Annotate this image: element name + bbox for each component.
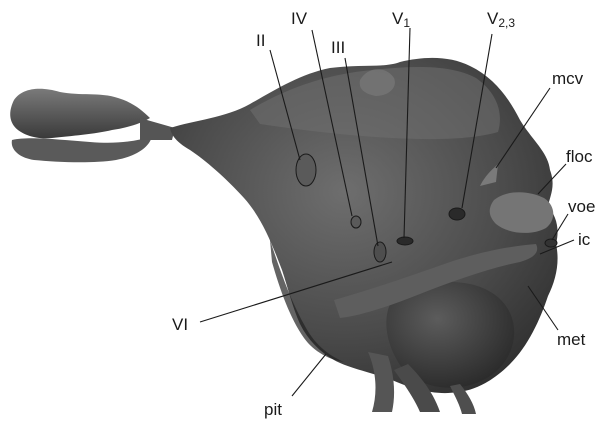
leader-pit xyxy=(292,354,326,396)
label-voe: voe xyxy=(568,197,595,216)
label-V23-main: V xyxy=(487,9,499,28)
label-V1-sub: 1 xyxy=(403,16,410,30)
braincase-body xyxy=(170,58,558,414)
label-floc: floc xyxy=(566,147,593,166)
label-V1-main: V xyxy=(392,9,404,28)
voe-opening xyxy=(545,239,557,247)
label-pit: pit xyxy=(264,400,282,419)
label-III: III xyxy=(331,38,345,57)
label-II: II xyxy=(256,31,265,50)
foramen-V23 xyxy=(449,208,465,220)
foramen-V1 xyxy=(397,237,413,245)
label-VI: VI xyxy=(172,315,188,334)
foramen-IV xyxy=(351,216,361,228)
foramen-III xyxy=(374,242,386,262)
label-V1: V1 xyxy=(392,9,410,30)
label-mcv: mcv xyxy=(552,69,584,88)
label-met: met xyxy=(557,330,586,349)
label-ic: ic xyxy=(578,230,591,249)
foramen-II xyxy=(296,154,316,186)
olfactory-process xyxy=(10,89,175,163)
label-IV: IV xyxy=(291,9,308,28)
label-V23: V2,3 xyxy=(487,9,515,30)
label-V23-sub: 2,3 xyxy=(498,16,515,30)
